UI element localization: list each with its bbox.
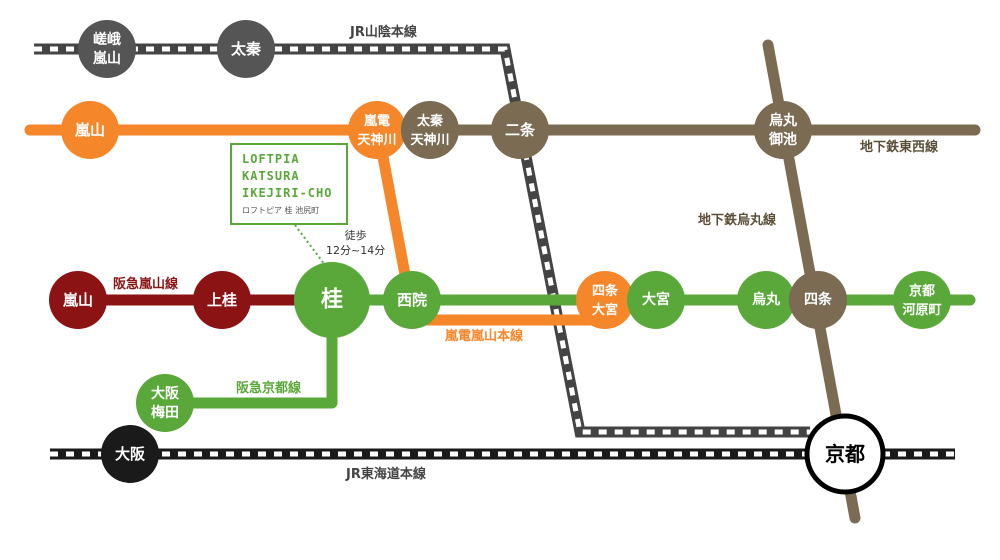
hankyu-kyoto-label: 阪急京都線 [236,380,302,396]
station-kawaramachi[interactable]: 京都河原町 [893,271,951,329]
station-uzumasa-tenjingawa[interactable]: 太秦天神川 [401,101,459,159]
station-saga-arashiyama[interactable]: 嵯峨嵐山 [78,20,136,78]
callout-line-3: IKEJIRI-CHO [242,186,333,200]
station-katsura[interactable]: 桂 [294,262,370,338]
subway-tozai-label: 地下鉄東西線 [860,139,939,155]
station-osaka[interactable]: 大阪 [101,425,159,483]
subway-karasuma-label: 地下鉄烏丸線 [698,212,777,228]
station-karasuma[interactable]: 烏丸 [737,271,795,329]
callout-line-2: KATSURA [242,169,300,183]
svg-text:四条: 四条 [804,291,833,308]
svg-text:四条大宮: 四条大宮 [592,283,619,318]
svg-text:京都: 京都 [825,442,865,466]
svg-text:嵐山: 嵐山 [62,291,93,309]
station-nijo[interactable]: 二条 [491,101,549,159]
svg-text:嵯峨嵐山: 嵯峨嵐山 [92,31,121,67]
callout-line-1: LOFTPIA [242,152,300,166]
randen-label: 嵐電嵐山本線 [444,328,524,344]
station-omiya[interactable]: 大宮 [627,271,685,329]
svg-text:太秦天神川: 太秦天神川 [410,113,449,148]
walk-route [294,224,326,266]
svg-text:桂: 桂 [321,287,343,313]
svg-text:大宮: 大宮 [642,291,670,308]
station-sai[interactable]: 西院 [383,271,441,329]
station-kamikatsura[interactable]: 上桂 [193,271,251,329]
jr-tokaido-label: JR東海道本線 [345,466,427,482]
jr-sanin-label: JR山陰本線 [349,24,418,40]
station-hankyu-arashiyama[interactable]: 嵐山 [49,271,107,329]
station-kyoto[interactable]: 京都 [804,413,886,495]
station-osaka-umeda[interactable]: 大阪梅田 [136,374,194,432]
station-randen-arashiyama[interactable]: 嵐山 [61,101,119,159]
hankyu-arashiyama-label: 阪急嵐山線 [113,276,179,292]
svg-text:上桂: 上桂 [207,291,237,309]
station-shijo[interactable]: 四条 [789,271,847,329]
svg-text:大阪梅田: 大阪梅田 [151,385,180,421]
svg-text:嵐電天神川: 嵐電天神川 [357,113,396,148]
walk-time: 徒歩 12分~14分 [326,228,385,258]
station-shijo-omiya[interactable]: 四条大宮 [576,271,634,329]
destination-callout: LOFTPIA KATSURA IKEJIRI-CHO ロフトピア 桂 池尻町 [230,143,348,225]
callout-japanese: ロフトピア 桂 池尻町 [242,206,320,215]
svg-text:大阪: 大阪 [115,445,146,463]
svg-text:烏丸御池: 烏丸御池 [768,112,798,148]
svg-text:烏丸: 烏丸 [752,291,781,308]
station-uzumasa[interactable]: 太秦 [217,20,275,78]
walk-duration: 12分~14分 [326,244,386,257]
svg-text:嵐山: 嵐山 [74,121,105,139]
station-randen-tenjingawa[interactable]: 嵐電天神川 [348,101,406,159]
svg-text:京都河原町: 京都河原町 [902,283,941,318]
walk-label: 徒歩 [344,229,367,242]
station-karasuma-oike[interactable]: 烏丸御池 [754,101,812,159]
svg-text:西院: 西院 [397,291,427,309]
svg-text:太秦: 太秦 [231,40,262,58]
svg-text:二条: 二条 [505,121,536,139]
